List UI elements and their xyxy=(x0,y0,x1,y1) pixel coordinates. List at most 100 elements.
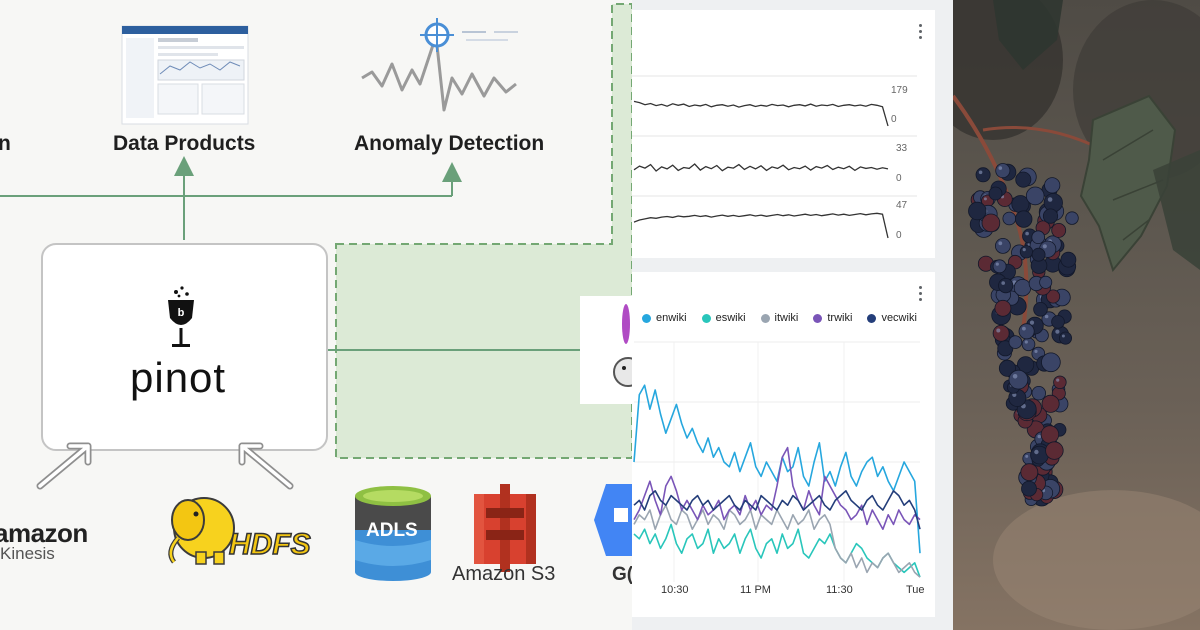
grape-berry xyxy=(1002,211,1017,226)
adls-cylinder-logo xyxy=(355,486,431,581)
grape-berry xyxy=(1044,177,1061,194)
svg-text:b: b xyxy=(178,307,185,319)
hdfs-elephant-logo xyxy=(168,497,235,565)
grape-highlight xyxy=(1034,449,1039,455)
legend-item-trwiki[interactable]: trwiki xyxy=(813,312,852,324)
grape-highlight xyxy=(1061,334,1065,338)
grape-highlight xyxy=(998,241,1003,246)
legend-swatch xyxy=(701,313,711,323)
kinesis-brand-label: amazon xyxy=(0,518,88,548)
grape-vine-photo xyxy=(953,0,1200,630)
grape-berry xyxy=(1025,186,1045,206)
grape-highlight xyxy=(1025,454,1029,458)
grape-berry xyxy=(1014,210,1033,228)
grape-highlight xyxy=(1001,281,1005,285)
grape-berry xyxy=(1031,386,1047,401)
pinot-wine-glass-icon: b xyxy=(168,286,194,347)
source-arrow-right xyxy=(238,442,294,490)
sparkline-series xyxy=(633,163,889,172)
grape-vine-illustration xyxy=(953,0,1200,630)
sparkline-series xyxy=(633,212,889,239)
grape-berry xyxy=(995,163,1011,179)
card-menu-icon[interactable] xyxy=(919,24,923,40)
source-arrow-left xyxy=(36,442,92,490)
grape-cluster xyxy=(968,163,1079,507)
sparkline-min-label: 0 xyxy=(896,173,902,184)
grape-berry xyxy=(998,359,1016,377)
gcs-label-cut: G( xyxy=(612,564,632,585)
legend-item-enwiki[interactable]: enwiki xyxy=(642,312,687,324)
architecture-diagram: b xyxy=(0,3,632,585)
legend-item-vecwiki[interactable]: vecwiki xyxy=(867,312,917,324)
google-cloud-storage-logo xyxy=(594,484,632,556)
legend-item-itwiki[interactable]: itwiki xyxy=(760,312,798,324)
grape-berry xyxy=(981,213,1001,233)
series-line-itwiki xyxy=(633,504,921,578)
grape-leaf xyxy=(1153,150,1200,270)
sparkline-min-label: 0 xyxy=(891,114,897,125)
grape-highlight xyxy=(1012,392,1017,397)
grape-highlight xyxy=(978,170,983,175)
grape-highlight xyxy=(1012,374,1018,379)
grape-berry xyxy=(1033,301,1048,317)
diagram-graphics: b xyxy=(0,3,632,581)
grape-leaf xyxy=(1079,94,1177,273)
wiki-edits-chart-card: enwiki eswiki itwiki trwiki vecwiki xyxy=(632,272,935,617)
grape-berry xyxy=(992,324,1010,342)
stream-source-logo xyxy=(580,296,632,404)
grape-berry xyxy=(1031,230,1045,245)
grape-berry xyxy=(1060,251,1077,268)
grape-berry xyxy=(1065,211,1079,225)
legend-item-eswiki[interactable]: eswiki xyxy=(701,312,746,324)
grape-highlight xyxy=(995,262,999,266)
grape-berry xyxy=(1021,337,1036,352)
grape-highlight xyxy=(998,166,1003,170)
grape-berry xyxy=(1046,289,1061,304)
legend-swatch xyxy=(813,313,823,323)
grape-highlight xyxy=(1037,434,1042,439)
grape-highlight xyxy=(1055,329,1060,334)
series-line-enwiki xyxy=(633,384,921,554)
grape-highlight xyxy=(1042,244,1047,249)
sparkline-card: 179 0 33 0 47 0 xyxy=(632,10,935,258)
anomaly-detection-graphic xyxy=(361,18,518,112)
grape-berry xyxy=(975,167,991,183)
grape-berry xyxy=(1041,352,1061,373)
grape-berry xyxy=(1059,331,1073,345)
sparkline-max-label: 33 xyxy=(896,143,908,154)
legend-label: enwiki xyxy=(656,312,687,324)
legend-swatch xyxy=(760,313,770,323)
legend-label: eswiki xyxy=(715,312,746,324)
grape-berry xyxy=(1008,369,1029,390)
grape-berry xyxy=(1045,441,1064,460)
grape-highlight xyxy=(1056,378,1060,382)
adls-label: ADLS xyxy=(366,520,418,541)
legend-swatch xyxy=(642,313,651,323)
x-tick-label: Tue xyxy=(906,584,925,596)
grape-highlight xyxy=(1022,326,1026,331)
grape-berry xyxy=(1040,425,1060,444)
wiki-edits-line-chart xyxy=(633,341,921,582)
grape-berry xyxy=(994,299,1012,317)
series-line-eswiki xyxy=(633,523,921,578)
grape-berry xyxy=(1041,394,1060,413)
grape-berry xyxy=(1039,275,1053,289)
sparkline-series xyxy=(633,100,889,127)
grape-berry xyxy=(995,237,1011,254)
sparkline-min-label: 0 xyxy=(896,230,902,241)
data-products-label: Data Products xyxy=(113,132,256,155)
grape-berry xyxy=(1008,335,1023,349)
grape-berry xyxy=(998,277,1014,294)
metrics-dashboard: 179 0 33 0 47 0 enwiki eswiki itwiki trwiki… xyxy=(632,0,953,630)
grape-berry xyxy=(1031,247,1046,262)
sparkline-chart xyxy=(632,75,917,239)
grape-berry xyxy=(992,259,1007,274)
grape-highlight xyxy=(1022,248,1026,252)
sparkline-max-label: 179 xyxy=(891,85,908,96)
amazon-s3-label: Amazon S3 xyxy=(452,563,556,585)
card-menu-icon[interactable] xyxy=(919,286,923,302)
hdfs-label: HDFS xyxy=(228,527,311,562)
anomaly-detection-label: Anomaly Detection xyxy=(354,132,545,155)
kinesis-product-label: Kinesis xyxy=(0,544,55,563)
legend-label: vecwiki xyxy=(881,312,917,324)
